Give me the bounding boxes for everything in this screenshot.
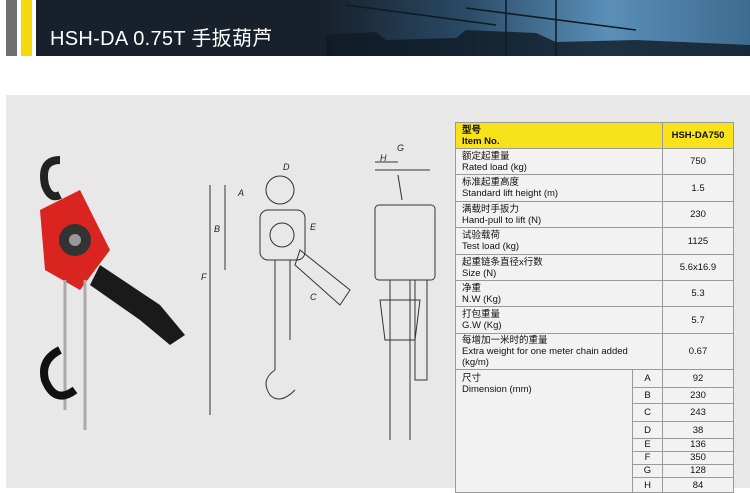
header-en: Item No. [462,135,500,147]
dim-value: 230 [662,387,734,404]
dim-label-g: G [397,143,405,153]
dim-label-b: B [214,224,221,234]
row-cn: 净重 [462,282,482,294]
accent-bar-yellow [21,0,32,56]
accent-bar-gray [6,0,17,56]
dim-key: D [632,421,663,439]
row-en: Hand-pull to lift (N) [462,214,542,226]
row-cn: 满载时手扳力 [462,203,520,215]
dim-label-h: H [380,153,387,163]
dim-value: 350 [662,451,734,465]
dim-value: 243 [662,403,734,422]
row-cn: 起重链条直径x行数 [462,256,543,268]
dim-key: C [632,403,663,422]
row-en: G.W (Kg) [462,320,502,331]
dim-key: F [632,451,663,465]
row-value: 230 [662,201,734,228]
row-cn: 每增加一米时的重量 [462,335,548,346]
row-value: 5.6x16.9 [662,254,734,281]
dim-key: E [632,438,663,452]
construction-skyline-image [326,0,750,56]
row-value: 750 [662,148,734,175]
dim-key: G [632,464,663,478]
row-en: Test load (kg) [462,241,520,252]
page-title: HSH-DA 0.75T 手扳葫芦 [50,28,273,50]
dim-value: 92 [662,369,734,388]
dim-key: B [632,387,663,404]
row-cn: 额定起重量 [462,150,510,162]
row-cn: 打包重量 [462,309,501,320]
header-cn: 型号 [462,124,482,136]
dim-label-a: A [238,188,245,198]
row-en: Standard lift height (m) [462,188,559,199]
dim-value: 136 [662,438,734,452]
dimension-en: Dimension (mm) [462,384,532,395]
row-value: 5.3 [662,280,734,307]
dimension-cn: 尺寸 [462,373,482,384]
row-value: 1.5 [662,174,734,202]
dim-value: 38 [662,421,734,439]
row-value: 0.67 [662,333,734,370]
row-cn: 标准起重高度 [462,177,520,188]
row-en: Rated load (kg) [462,161,527,173]
header-model: HSH-DA750 [662,122,734,149]
dim-label-d: D [283,162,290,172]
front-view-drawing [209,175,351,415]
dim-value: 84 [662,477,734,493]
side-view-drawing [374,161,436,440]
dim-value: 128 [662,464,734,478]
dim-key: H [632,477,663,493]
lever-hoist-photo [40,156,185,430]
row-en: Size (N) [462,267,497,279]
dim-label-e: E [310,222,317,232]
row-value: 1125 [662,227,734,255]
row-en: Extra weight for one meter chain added (… [462,346,628,368]
dim-label-f: F [201,272,207,282]
title-banner: HSH-DA 0.75T 手扳葫芦 [36,0,750,56]
dim-key: A [632,369,663,388]
row-value: 5.7 [662,306,734,334]
row-en: N.W (Kg) [462,293,502,305]
dim-label-c: C [310,292,317,302]
row-cn: 试验载荷 [462,230,501,241]
